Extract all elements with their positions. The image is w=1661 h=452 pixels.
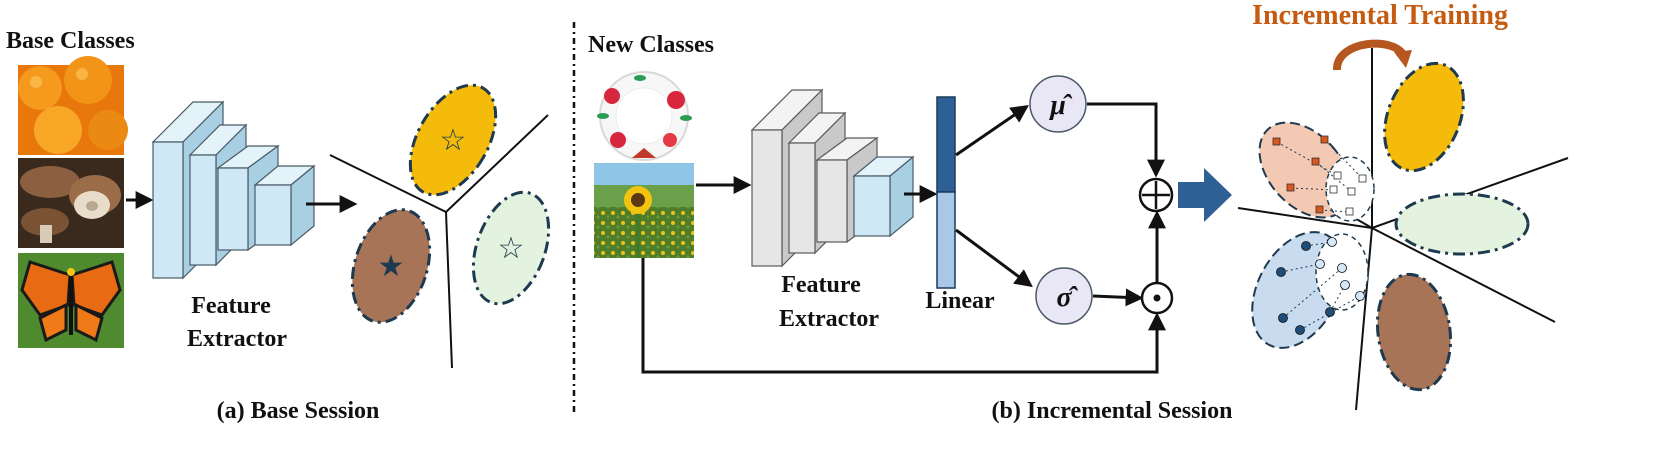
new-classes-title: New Classes — [588, 32, 714, 58]
star-icon: ☆ — [440, 123, 467, 158]
base-feature-extractor — [151, 100, 316, 280]
sunflower-image — [594, 163, 694, 258]
sigma-node: σ̂ — [1035, 267, 1093, 325]
base-session-caption: (a) Base Session — [217, 398, 380, 424]
arrow-mu-to-plus — [1087, 102, 1165, 178]
orange-image — [18, 56, 128, 155]
incremental-feature-extractor — [750, 88, 915, 268]
plus-operator — [1138, 177, 1174, 213]
base-extractor-label-2: Extractor — [187, 326, 287, 352]
incremental-extractor-label-2: Extractor — [779, 306, 879, 332]
blue-points — [1276, 237, 1365, 335]
arrow-linear-to-mu — [955, 104, 1029, 157]
incremental-session-caption: (b) Incremental Session — [992, 398, 1233, 424]
arrow-linear-to-sigma — [955, 228, 1033, 288]
rotate-arrow-icon — [1332, 39, 1412, 71]
star-icon: ☆ — [498, 231, 525, 266]
big-right-arrow — [1178, 168, 1232, 222]
base-classes-title: Base Classes — [6, 28, 135, 54]
linear-label: Linear — [925, 288, 995, 314]
butterfly-image — [18, 253, 124, 348]
base-extractor-label-1: Feature — [191, 293, 271, 319]
incremental-training-title: Incremental Training — [1252, 0, 1508, 31]
incremental-ellipse-green — [1394, 192, 1530, 256]
incremental-ellipse-brown — [1375, 272, 1453, 392]
base-class-ellipse-yellow — [408, 83, 498, 197]
mu-node: μ̂ — [1029, 75, 1087, 133]
dot-operator — [1140, 281, 1174, 315]
base-class-ellipse-brown — [350, 208, 432, 324]
incremental-extractor-label-1: Feature — [781, 272, 861, 298]
linear-layer — [936, 96, 956, 289]
base-class-ellipse-green — [471, 190, 551, 306]
star-icon: ★ — [378, 249, 405, 284]
mushroom-image — [18, 158, 124, 248]
base-decision-boundaries — [329, 114, 549, 369]
plate-image — [594, 70, 694, 162]
incremental-ellipse-yellow — [1383, 61, 1465, 173]
skip-connection — [641, 258, 1166, 374]
salmon-points — [1272, 135, 1367, 216]
arrow-sigma-to-dot — [1092, 288, 1144, 307]
